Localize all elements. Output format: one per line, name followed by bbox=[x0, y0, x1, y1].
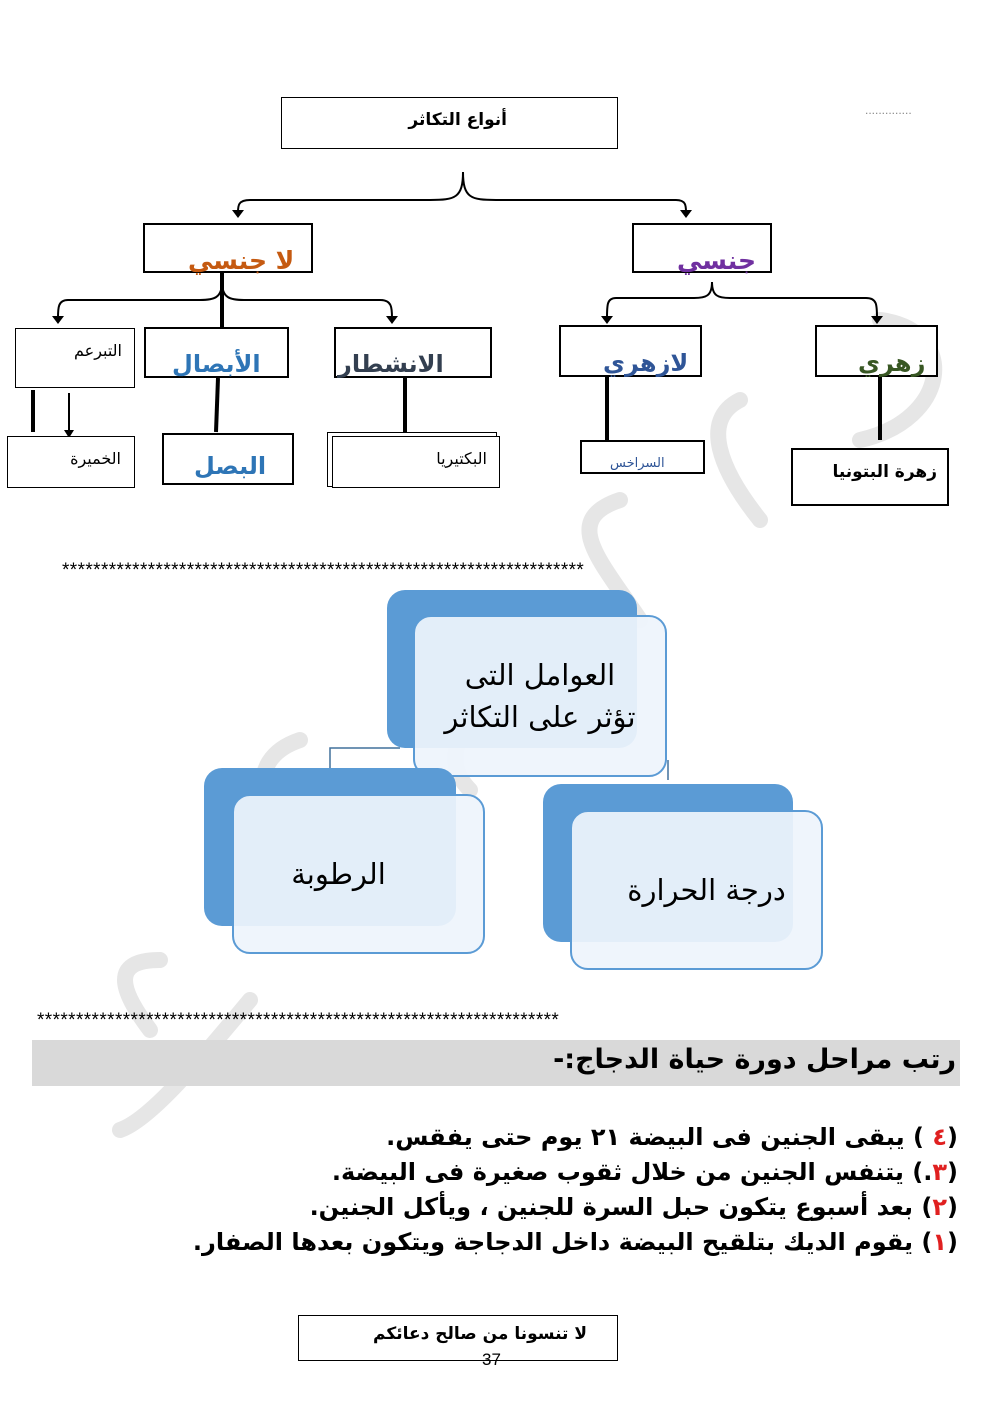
fission-node-box bbox=[334, 327, 492, 378]
exercise-title-bar: رتب مراحل دورة حياة الدجاج:- bbox=[32, 1040, 960, 1086]
exercise-title: رتب مراحل دورة حياة الدجاج:- bbox=[553, 1044, 956, 1075]
footer-box: لا تنسونا من صالح دعائكم bbox=[298, 1315, 618, 1361]
step-item: (٣.) يتنفس الجنين من خلال ثقوب صغيرة فى … bbox=[331, 1158, 958, 1186]
step-item: (٢) بعد أسبوع يتكون حبل السرة للجنين ، و… bbox=[309, 1193, 958, 1221]
onion-node-box bbox=[162, 433, 294, 485]
footer-text: لا تنسونا من صالح دعائكم bbox=[373, 1324, 587, 1344]
factors-center-line2: تؤثر على التكاثر bbox=[444, 700, 636, 734]
bulbs-node-box bbox=[144, 327, 289, 378]
separator-asterisks-2: ****************************************… bbox=[37, 1010, 560, 1031]
bacteria-node-box: البكتيريا bbox=[332, 436, 500, 488]
nonflowering-label: لازهري bbox=[603, 349, 689, 377]
step-number: ٤ bbox=[932, 1123, 948, 1151]
root-node-box: أنواع التكاثر bbox=[281, 97, 618, 149]
step-text: يتنفس الجنين من خلال ثقوب صغيرة فى البيض… bbox=[331, 1158, 904, 1186]
budding-node-box: التبرعم bbox=[15, 328, 135, 388]
factors-center-line1: العوامل التى bbox=[464, 658, 616, 692]
ferns-label: السراخس bbox=[610, 456, 665, 471]
tree-connectors bbox=[31, 171, 883, 440]
asexual-node-box bbox=[143, 223, 313, 273]
step-item: (٤ ) يبقى الجنين فى البيضة ٢١ يوم حتى يف… bbox=[386, 1123, 958, 1151]
onion-label: البصل bbox=[194, 452, 267, 480]
top-dotted-line: .............. bbox=[865, 103, 912, 117]
step-text: يقوم الديك بتلقيح البيضة داخل الدجاجة وي… bbox=[192, 1228, 914, 1256]
ferns-node-box bbox=[580, 440, 705, 474]
humidity-label: الرطوبة bbox=[291, 857, 386, 891]
petunia-node-box: زهرة البتونيا bbox=[791, 448, 949, 506]
yeast-label: الخميرة bbox=[70, 449, 121, 468]
step-number: ١ bbox=[932, 1228, 948, 1256]
page-number: 37 bbox=[482, 1350, 501, 1369]
temperature-label: درجة الحرارة bbox=[627, 873, 786, 907]
step-text: بعد أسبوع يتكون حبل السرة للجنين ، ويأكل… bbox=[309, 1193, 914, 1221]
step-number: ٢ bbox=[932, 1193, 948, 1221]
yeast-node-box: الخميرة bbox=[7, 436, 135, 488]
exercise-steps: (٤ ) يبقى الجنين فى البيضة ٢١ يوم حتى يف… bbox=[193, 1120, 958, 1260]
flowering-node-box bbox=[815, 325, 938, 377]
fission-label: الانشطار bbox=[338, 350, 444, 378]
nonflowering-node-box bbox=[559, 325, 702, 377]
root-node-label: أنواع التكاثر bbox=[408, 110, 507, 130]
flowering-label: زهري bbox=[858, 349, 926, 377]
sexual-node-box bbox=[632, 223, 772, 273]
sexual-node-label: جنسي bbox=[677, 246, 756, 275]
budding-label: التبرعم bbox=[74, 341, 122, 360]
petunia-label: زهرة البتونيا bbox=[832, 462, 937, 482]
humidity-box: الرطوبة bbox=[232, 794, 485, 954]
step-text: يبقى الجنين فى البيضة ٢١ يوم حتى يفقس. bbox=[386, 1123, 905, 1151]
separator-asterisks: ****************************************… bbox=[62, 560, 585, 581]
asexual-node-label: لا جنسي bbox=[188, 246, 295, 275]
step-item: (١) يقوم الديك بتلقيح البيضة داخل الدجاج… bbox=[192, 1228, 958, 1256]
factors-center-box: العوامل التى تؤثر على التكاثر bbox=[413, 615, 667, 777]
temperature-box: درجة الحرارة bbox=[570, 810, 823, 970]
bacteria-label: البكتيريا bbox=[436, 449, 487, 468]
bulbs-label: الأبصال bbox=[172, 350, 261, 378]
step-number: ٣ bbox=[932, 1158, 948, 1186]
